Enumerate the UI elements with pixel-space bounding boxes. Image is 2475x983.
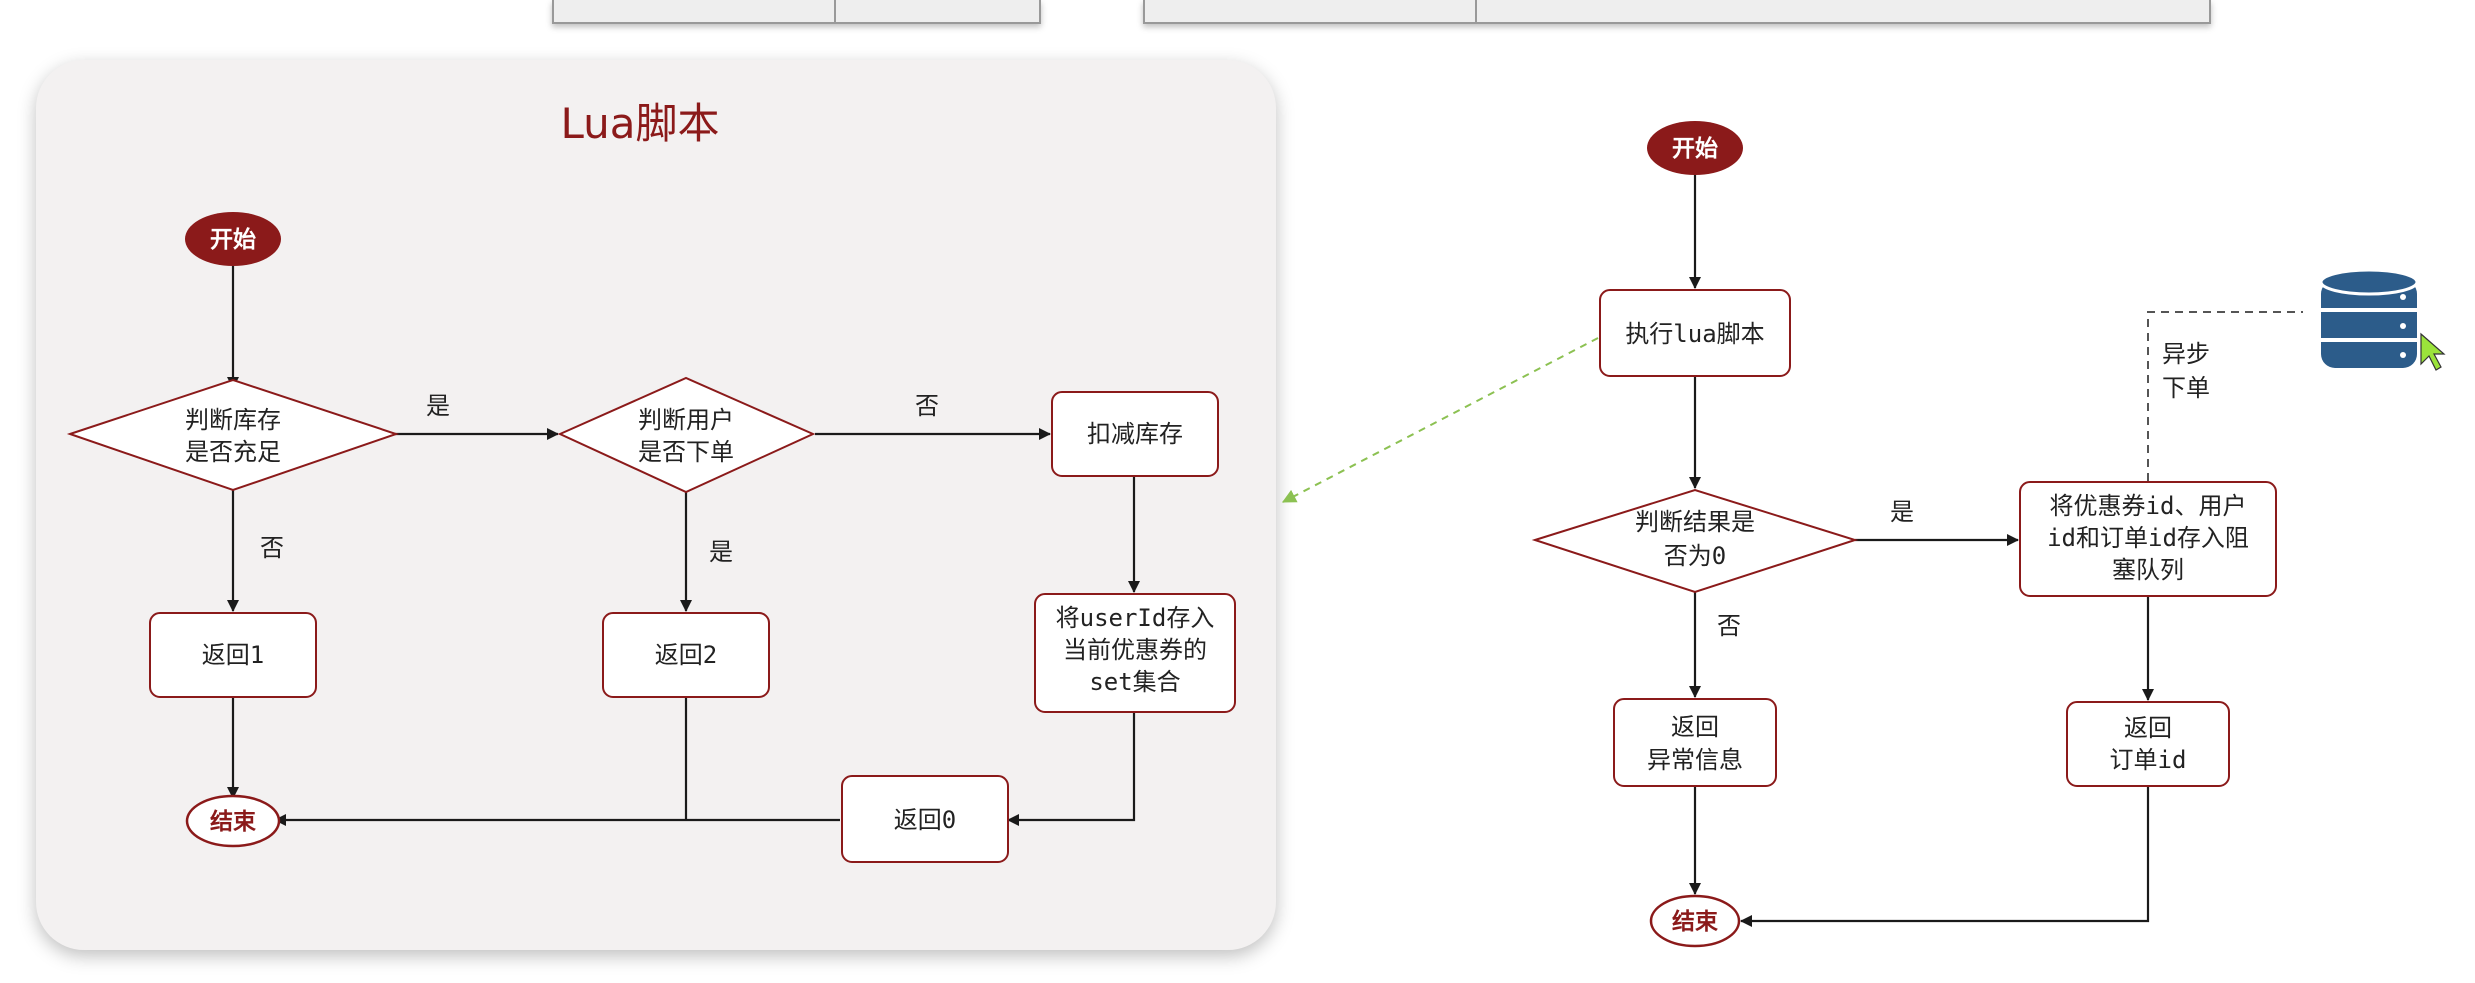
- label-yes-result: 是: [1890, 498, 1914, 526]
- panel-title: Lua脚本: [560, 99, 719, 148]
- end-node: 结束: [185, 794, 281, 848]
- right-start-node: 开始: [1647, 121, 1743, 175]
- return0-node: 返回0: [841, 775, 1009, 863]
- svg-text:开始: 开始: [210, 226, 256, 253]
- svg-text:扣减库存: 扣减库存: [1087, 420, 1183, 448]
- right-edges: [1689, 174, 2154, 927]
- svg-text:是否充足: 是否充足: [185, 438, 281, 466]
- svg-text:结束: 结束: [210, 809, 257, 835]
- database-icon: [2319, 268, 2419, 368]
- enqueue-node: 将优惠券id、用户 id和订单id存入阻 塞队列: [2019, 481, 2277, 597]
- exec-lua-node: 执行lua脚本: [1599, 289, 1791, 377]
- edge-order-to-end: [1740, 786, 2150, 927]
- svg-text:将优惠券id、用户: 将优惠券id、用户: [2050, 492, 2247, 520]
- svg-text:是否下单: 是否下单: [638, 438, 734, 466]
- right-end-node: 结束: [1649, 894, 1741, 948]
- svg-text:将userId存入: 将userId存入: [1056, 604, 1215, 632]
- return-error-node: 返回 异常信息: [1613, 698, 1777, 787]
- check-result-decision: 判断结果是 否为0: [1531, 488, 1859, 594]
- edge-async-to-db: [2147, 311, 2303, 481]
- label-no-result: 否: [1717, 612, 1741, 640]
- svg-text:id和订单id存入阻: id和订单id存入阻: [2047, 524, 2249, 552]
- svg-text:返回: 返回: [2124, 714, 2172, 742]
- label-async-2: 下单: [2162, 374, 2210, 402]
- cursor-icon: [2420, 332, 2446, 371]
- link-exec-lua-to-panel: [1281, 337, 1599, 503]
- save-user-node: 将userId存入 当前优惠券的 set集合: [1034, 593, 1236, 713]
- svg-text:执行lua脚本: 执行lua脚本: [1625, 320, 1764, 348]
- svg-text:返回: 返回: [1671, 713, 1719, 741]
- svg-text:判断结果是: 判断结果是: [1635, 508, 1755, 536]
- check-stock-decision: 判断库存 是否充足: [66, 378, 400, 492]
- label-async-1: 异步: [2162, 340, 2210, 368]
- start-node: 开始: [185, 212, 281, 266]
- return2-node: 返回2: [602, 612, 770, 698]
- svg-text:当前优惠券的: 当前优惠券的: [1063, 636, 1207, 664]
- edge-save-to-return0: [1007, 712, 1136, 826]
- top-table-fragment-left: [552, 0, 1041, 24]
- svg-text:判断用户: 判断用户: [638, 406, 734, 434]
- deduct-stock-node: 扣减库存: [1051, 391, 1219, 477]
- label-yes-user: 是: [709, 538, 733, 566]
- svg-text:订单id: 订单id: [2110, 746, 2187, 774]
- label-no-stock: 否: [260, 534, 284, 562]
- svg-text:塞队列: 塞队列: [2112, 556, 2184, 584]
- svg-text:set集合: set集合: [1089, 668, 1180, 696]
- svg-text:返回1: 返回1: [202, 641, 264, 669]
- svg-text:结束: 结束: [1672, 909, 1719, 935]
- label-yes-stock: 是: [426, 392, 450, 420]
- svg-text:否为0: 否为0: [1664, 542, 1726, 570]
- return-order-node: 返回 订单id: [2066, 701, 2230, 787]
- svg-text:返回0: 返回0: [894, 806, 956, 834]
- return1-node: 返回1: [149, 612, 317, 698]
- svg-text:开始: 开始: [1672, 135, 1718, 162]
- left-edges: [227, 266, 1140, 826]
- check-user-decision: 判断用户 是否下单: [557, 376, 816, 494]
- svg-text:异常信息: 异常信息: [1647, 746, 1743, 774]
- svg-text:判断库存: 判断库存: [185, 406, 281, 434]
- top-table-fragment-right: [1143, 0, 2211, 24]
- label-no-user: 否: [915, 392, 939, 420]
- svg-text:返回2: 返回2: [655, 641, 717, 669]
